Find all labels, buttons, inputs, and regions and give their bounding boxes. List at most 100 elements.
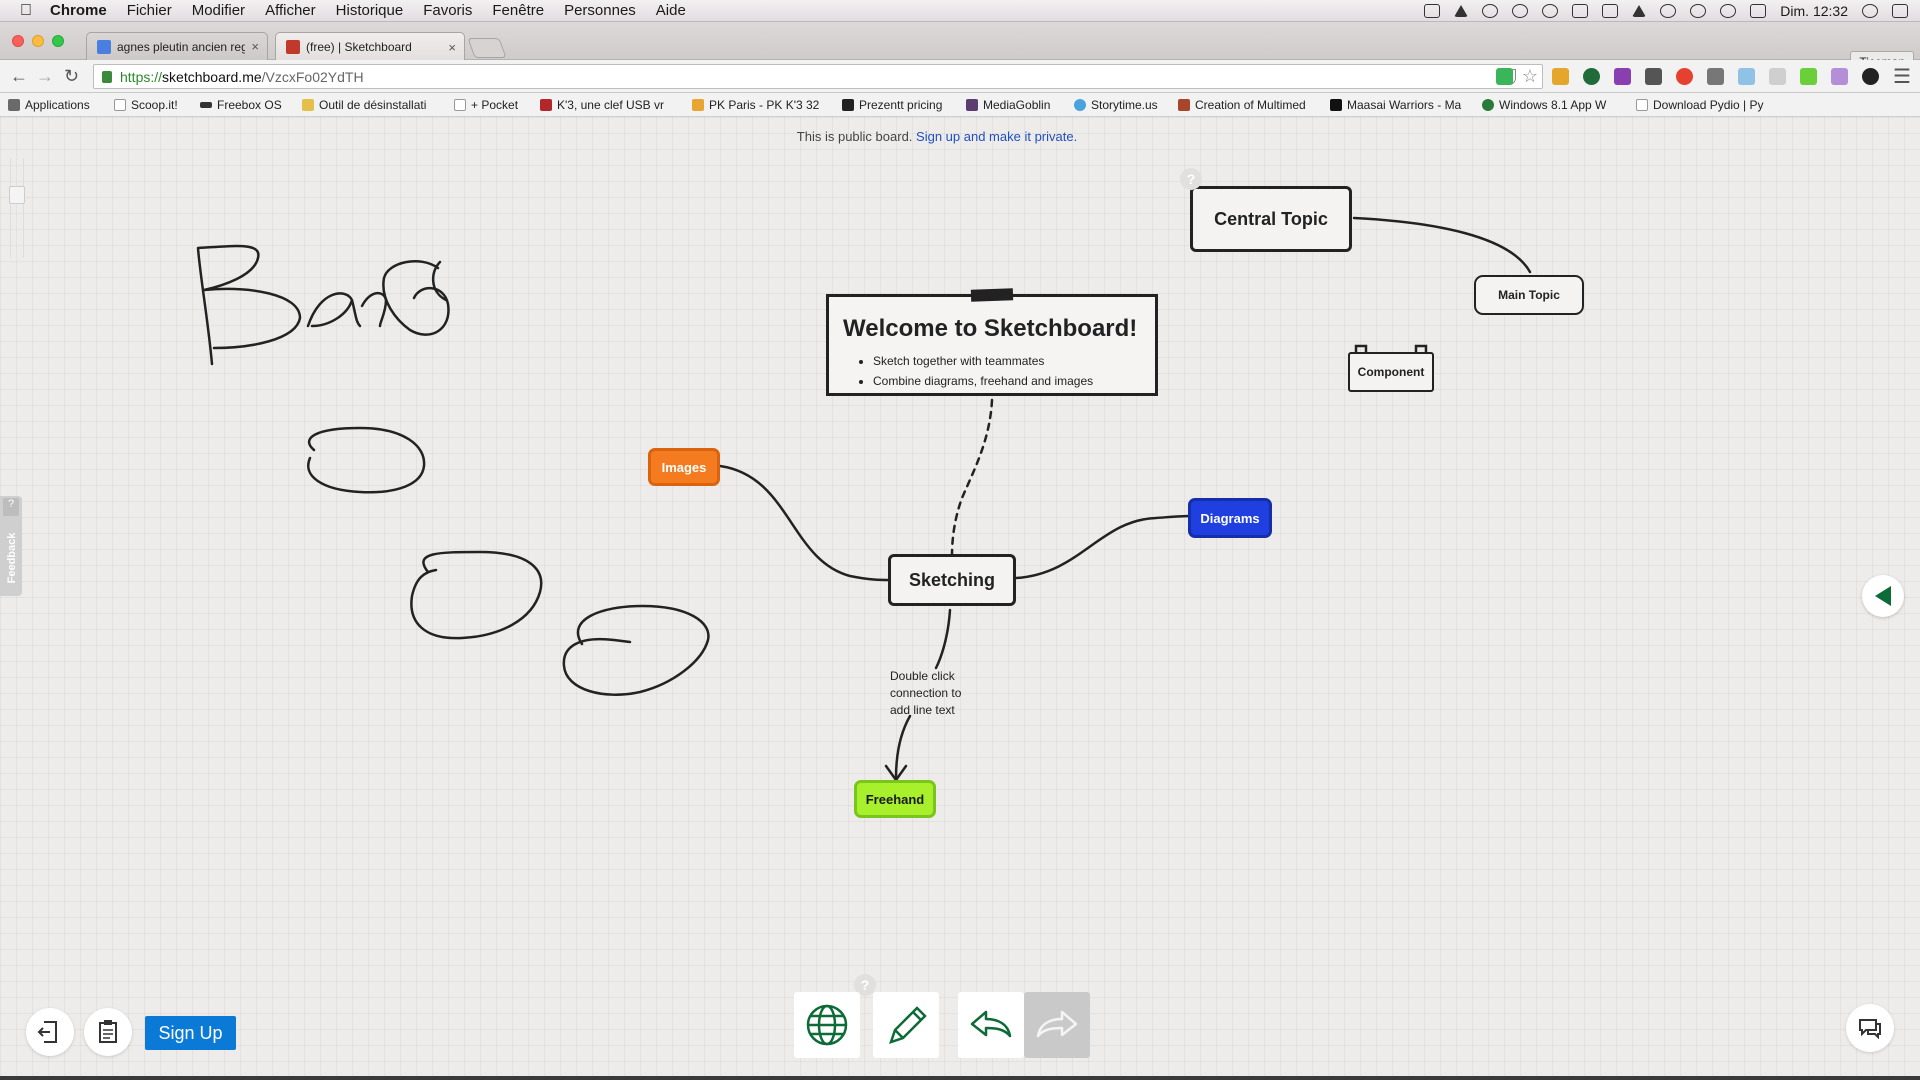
help-icon[interactable]: ? bbox=[1180, 168, 1202, 190]
inbox-icon[interactable] bbox=[1424, 4, 1441, 18]
extension-print-icon[interactable] bbox=[1707, 68, 1724, 85]
zoom-slider[interactable] bbox=[9, 158, 25, 258]
bookmark-mediagoblin[interactable]: MediaGoblin bbox=[966, 98, 1050, 112]
minimize-window-button[interactable] bbox=[32, 35, 44, 47]
chrome-menu-icon[interactable]: ☰ bbox=[1893, 66, 1911, 88]
extension-list-icon[interactable] bbox=[1645, 68, 1662, 85]
zoom-window-button[interactable] bbox=[52, 35, 64, 47]
drive-icon[interactable] bbox=[1454, 5, 1469, 17]
sync-icon[interactable] bbox=[1482, 4, 1499, 18]
tab-sketchboard[interactable]: (free) | Sketchboard × bbox=[275, 32, 465, 61]
extension-evernote-icon[interactable] bbox=[1583, 68, 1600, 85]
menu-favoris[interactable]: Favoris bbox=[423, 2, 473, 19]
node-images[interactable]: Images bbox=[648, 448, 720, 486]
connection-line bbox=[950, 398, 994, 558]
bookmark-storytime[interactable]: Storytime.us bbox=[1074, 98, 1158, 112]
address-bar[interactable]: https:// sketchboard.me /VzcxFo02YdTH ☆ bbox=[93, 64, 1543, 89]
app-icon bbox=[302, 99, 314, 111]
wifi-icon[interactable] bbox=[1720, 4, 1737, 18]
menu-fenetre[interactable]: Fenêtre bbox=[492, 2, 545, 19]
notification-center-icon[interactable] bbox=[1892, 4, 1908, 18]
node-component[interactable]: Component bbox=[1348, 352, 1434, 392]
share-globe-button[interactable] bbox=[794, 992, 860, 1058]
menu-afficher[interactable]: Afficher bbox=[265, 2, 316, 19]
feedback-tab[interactable]: ? Feedback bbox=[0, 496, 22, 596]
bookmark-scoopit[interactable]: Scoop.it! bbox=[114, 98, 178, 112]
freehand-oval bbox=[562, 604, 710, 696]
bookmark-label: K'3, une clef USB vr bbox=[557, 98, 665, 112]
bookmark-freebox[interactable]: Freebox OS bbox=[200, 98, 282, 112]
freebox-icon bbox=[200, 102, 212, 108]
bookmark-pydio[interactable]: Download Pydio | Py bbox=[1636, 98, 1764, 112]
menu-modifier[interactable]: Modifier bbox=[191, 2, 246, 19]
eject-icon[interactable] bbox=[1632, 5, 1647, 17]
menu-personnes[interactable]: Personnes bbox=[564, 2, 636, 19]
tab-close-icon[interactable]: × bbox=[251, 39, 259, 54]
apple-icon[interactable]:  bbox=[20, 2, 34, 19]
tape-decoration bbox=[970, 288, 1014, 302]
tab-close-icon[interactable]: × bbox=[448, 39, 456, 55]
exit-board-button[interactable] bbox=[26, 1008, 74, 1056]
node-label: Images bbox=[661, 459, 707, 475]
node-diagrams[interactable]: Diagrams bbox=[1188, 498, 1272, 538]
bookmark-outil[interactable]: Outil de désinstallati bbox=[302, 98, 426, 112]
node-freehand[interactable]: Freehand bbox=[854, 780, 936, 818]
forward-arrow-icon[interactable]: → bbox=[36, 66, 54, 86]
extension-pen-icon[interactable] bbox=[1831, 68, 1848, 85]
menu-aide[interactable]: Aide bbox=[655, 2, 686, 19]
menubar-clock[interactable]: Dim. 12:32 bbox=[1780, 3, 1848, 19]
bookmark-applications[interactable]: Applications bbox=[8, 98, 90, 112]
bookmark-multimed[interactable]: Creation of Multimed bbox=[1178, 98, 1306, 112]
extension-tab-icon[interactable] bbox=[1769, 68, 1786, 85]
url-host: sketchboard.me bbox=[162, 68, 262, 85]
page-icon bbox=[1636, 99, 1648, 111]
toolbar-help-icon[interactable]: ? bbox=[854, 974, 876, 996]
node-central-topic[interactable]: Central Topic bbox=[1190, 186, 1352, 252]
time-machine-icon[interactable] bbox=[1660, 4, 1677, 18]
node-sketching[interactable]: Sketching bbox=[888, 554, 1016, 606]
menu-historique[interactable]: Historique bbox=[335, 2, 404, 19]
bookmark-maasai[interactable]: Maasai Warriors - Ma bbox=[1330, 98, 1461, 112]
close-window-button[interactable] bbox=[12, 35, 24, 47]
connection-line bbox=[894, 714, 912, 780]
cloud-icon[interactable] bbox=[1542, 4, 1559, 18]
bookmark-prezentt[interactable]: Prezentt pricing bbox=[842, 98, 942, 112]
multimed-icon bbox=[1178, 99, 1190, 111]
menu-app-name[interactable]: Chrome bbox=[50, 2, 107, 19]
dropbox-icon[interactable] bbox=[1572, 4, 1589, 18]
extension-color-icon[interactable] bbox=[1862, 68, 1879, 85]
redo-button[interactable] bbox=[1024, 992, 1090, 1058]
notification-icon[interactable] bbox=[1512, 4, 1529, 18]
play-presentation-icon[interactable] bbox=[1862, 575, 1904, 617]
extension-slack-icon[interactable] bbox=[1552, 68, 1569, 85]
airplay-icon[interactable] bbox=[1602, 4, 1619, 18]
freehand-word-scribble bbox=[432, 260, 448, 302]
freehand-pencil-button[interactable] bbox=[873, 992, 939, 1058]
tab-google-search[interactable]: agnes pleutin ancien regim × bbox=[86, 32, 268, 60]
clipboard-button[interactable] bbox=[84, 1008, 132, 1056]
welcome-card[interactable]: Welcome to Sketchboard! Sketch together … bbox=[826, 288, 1158, 396]
bluetooth-icon[interactable] bbox=[1690, 4, 1707, 18]
bookmark-pocket[interactable]: + Pocket bbox=[454, 98, 518, 112]
back-arrow-icon[interactable]: ← bbox=[10, 66, 28, 86]
reload-icon[interactable]: ↻ bbox=[64, 66, 80, 86]
extension-green-icon[interactable] bbox=[1496, 68, 1513, 85]
spotlight-icon[interactable] bbox=[1862, 4, 1878, 18]
extension-camera-icon[interactable] bbox=[1738, 68, 1755, 85]
prezentt-icon bbox=[842, 99, 854, 111]
extension-pin-icon[interactable] bbox=[1800, 68, 1817, 85]
extension-lastpass-icon[interactable] bbox=[1676, 68, 1693, 85]
star-icon[interactable]: ☆ bbox=[1521, 66, 1538, 86]
menu-fichier[interactable]: Fichier bbox=[126, 2, 172, 19]
chat-button[interactable] bbox=[1846, 1004, 1894, 1052]
signup-private-link[interactable]: Sign up and make it private. bbox=[916, 129, 1078, 144]
node-main-topic[interactable]: Main Topic bbox=[1474, 275, 1584, 315]
volume-icon[interactable] bbox=[1750, 4, 1767, 18]
sign-up-button[interactable]: Sign Up bbox=[145, 1016, 236, 1050]
bookmark-windows[interactable]: Windows 8.1 App W bbox=[1482, 98, 1606, 112]
zoom-slider-handle[interactable] bbox=[9, 186, 25, 204]
bookmark-pk-paris[interactable]: PK Paris - PK K'3 32 bbox=[692, 98, 819, 112]
bookmark-k3[interactable]: K'3, une clef USB vr bbox=[540, 98, 664, 112]
undo-button[interactable] bbox=[958, 992, 1024, 1058]
extension-onenote-icon[interactable] bbox=[1614, 68, 1631, 85]
